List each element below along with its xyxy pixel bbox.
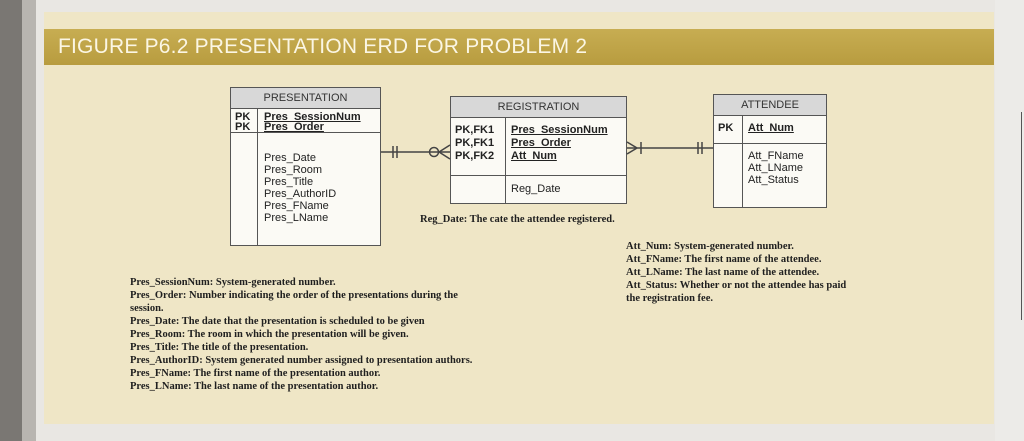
- attendee-note-line: Att_LName: The last name of the attendee…: [626, 267, 820, 278]
- presentation-attribute: Pres_Title: [264, 176, 314, 188]
- presentation-key-attribute: Pres_Order: [264, 121, 324, 133]
- entity-presentation-title: PRESENTATION: [231, 88, 380, 109]
- entity-registration-title: REGISTRATION: [451, 97, 626, 118]
- presentation-attribute: Pres_AuthorID: [264, 188, 337, 200]
- entity-presentation: PRESENTATION PK PK Pres_SessionNum Pres_…: [230, 87, 381, 246]
- page-right-margin: [995, 0, 1024, 441]
- attendee-attribute: Att_Status: [748, 174, 799, 186]
- registration-note: Reg_Date: The cate the attendee register…: [420, 214, 615, 225]
- attendee-note-line: Att_FName: The first name of the attende…: [626, 254, 822, 265]
- entity-attendee-title: ATTENDEE: [714, 95, 826, 116]
- entity-attendee-column-divider: [742, 115, 743, 207]
- presentation-note-line: Pres_Order: Number indicating the order …: [130, 290, 458, 301]
- attendee-note-line: Att_Num: System-generated number.: [626, 241, 794, 252]
- presentation-key-attribute: Pres_SessionNum: [264, 111, 361, 123]
- attendee-note-line: the registration fee.: [626, 293, 713, 304]
- entity-registration-key-divider: [451, 175, 626, 176]
- rel-registration-crowfoot-lower: [438, 151, 451, 160]
- entity-registration: REGISTRATION PK,FK1 PK,FK1 PK,FK2 Pres_S…: [450, 96, 627, 204]
- registration-key-attribute: Pres_Order: [511, 137, 571, 149]
- registration-key-prefix: PK,FK1: [455, 137, 495, 149]
- presentation-note-line: Pres_Title: The title of the presentatio…: [130, 342, 309, 353]
- entity-presentation-column-divider: [257, 108, 258, 245]
- presentation-attribute: Pres_FName: [264, 200, 329, 212]
- presentation-note-line: Pres_FName: The first name of the presen…: [130, 368, 381, 379]
- attendee-key-prefix: PK: [718, 122, 734, 134]
- rel-registration-crowfoot-upper: [438, 144, 451, 153]
- rel-registration-many-lower: [626, 147, 638, 155]
- attendee-key-attribute: Att_Num: [748, 122, 794, 134]
- presentation-note-line: Pres_Room: The room in which the present…: [130, 329, 409, 340]
- attendee-note-line: Att_Status: Whether or not the attendee …: [626, 280, 847, 291]
- presentation-key-prefix: PK: [235, 121, 251, 133]
- registration-key-prefix: PK,FK2: [455, 150, 495, 162]
- presentation-note-line: Pres_LName: The last name of the present…: [130, 381, 379, 392]
- entity-attendee-key-divider: [714, 143, 826, 144]
- entity-presentation-key-divider: [231, 132, 380, 133]
- figure-banner: FIGURE P6.2 PRESENTATION ERD FOR PROBLEM…: [44, 29, 994, 65]
- presentation-note-line: Pres_Date: The date that the presentatio…: [130, 316, 425, 327]
- attendee-attribute: Att_FName: [748, 150, 804, 162]
- presentation-key-prefix: PK: [235, 111, 251, 123]
- entity-registration-column-divider: [505, 117, 506, 203]
- entity-attendee: ATTENDEE PK Att_Num Att_FName Att_LName …: [713, 94, 827, 208]
- page-binding-edge: [0, 0, 22, 441]
- figure-title: FIGURE P6.2 PRESENTATION ERD FOR PROBLEM…: [58, 35, 588, 58]
- presentation-attribute: Pres_Room: [264, 164, 323, 176]
- rel-registration-optional-circle: [428, 146, 440, 158]
- presentation-note-line: session.: [130, 303, 164, 314]
- presentation-attribute: Pres_LName: [264, 212, 329, 224]
- figure-panel: FIGURE P6.2 PRESENTATION ERD FOR PROBLEM…: [44, 12, 994, 424]
- registration-key-prefix: PK,FK1: [455, 124, 495, 136]
- registration-key-attribute: Att_Num: [511, 150, 557, 162]
- margin-rule: [1021, 112, 1022, 320]
- registration-key-attribute: Pres_SessionNum: [511, 124, 608, 136]
- registration-attribute: Reg_Date: [511, 183, 561, 195]
- relationship-lines: [381, 141, 713, 160]
- rel-registration-many-upper: [626, 141, 638, 149]
- presentation-attribute: Pres_Date: [264, 152, 316, 164]
- presentation-note-line: Pres_SessionNum: System-generated number…: [130, 277, 336, 288]
- attendee-attribute: Att_LName: [748, 162, 804, 174]
- page-gutter: [22, 0, 36, 441]
- presentation-note-line: Pres_AuthorID: System generated number a…: [130, 355, 473, 366]
